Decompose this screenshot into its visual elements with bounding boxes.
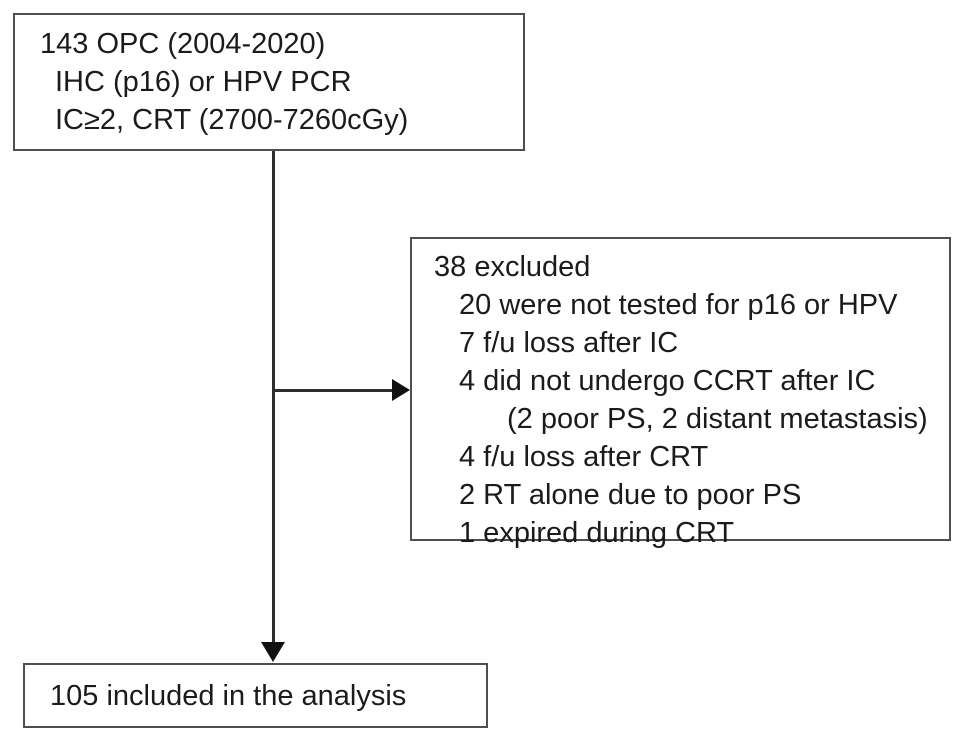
excluded-item-detail: (2 poor PS, 2 distant metastasis) xyxy=(507,403,928,435)
enrolled-cohort-box: 143 OPC (2004-2020) IHC (p16) or HPV PCR… xyxy=(13,13,525,151)
excluded-box: 38 excluded 20 were not tested for p16 o… xyxy=(410,237,951,549)
excluded-item: 7 f/u loss after IC xyxy=(459,327,679,359)
down-arrowhead-icon xyxy=(261,642,285,662)
excluded-item: 1 expired during CRT xyxy=(459,517,735,549)
included-analysis-box: 105 included in the analysis xyxy=(23,663,488,728)
enrolled-cohort-line: IHC (p16) or HPV PCR xyxy=(55,66,352,98)
horizontal-connector-line xyxy=(274,389,394,392)
excluded-item: 4 f/u loss after CRT xyxy=(459,441,709,473)
excluded-item: 4 did not undergo CCRT after IC xyxy=(459,365,876,397)
excluded-box-title: 38 excluded xyxy=(434,251,591,283)
vertical-connector-line xyxy=(272,151,275,644)
enrolled-cohort-line: IC≥2, CRT (2700-7260cGy) xyxy=(55,104,409,136)
excluded-item: 20 were not tested for p16 or HPV xyxy=(459,289,898,321)
enrolled-cohort-line: 143 OPC (2004-2020) xyxy=(40,28,326,60)
right-arrowhead-icon xyxy=(392,379,410,401)
included-analysis-text: 105 included in the analysis xyxy=(50,679,407,712)
excluded-item: 2 RT alone due to poor PS xyxy=(459,479,802,511)
